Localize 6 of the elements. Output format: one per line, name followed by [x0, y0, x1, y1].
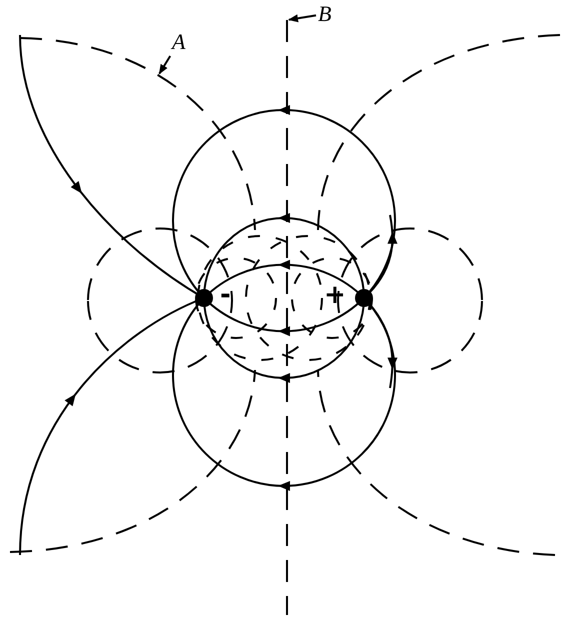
equipotential-line: [286, 20, 288, 615]
curve-label: A: [172, 30, 186, 54]
curve-label: B: [318, 2, 332, 26]
leader-arrow: [288, 14, 316, 22]
leader-arrow: [158, 55, 172, 74]
charge-sign: -: [220, 282, 231, 308]
